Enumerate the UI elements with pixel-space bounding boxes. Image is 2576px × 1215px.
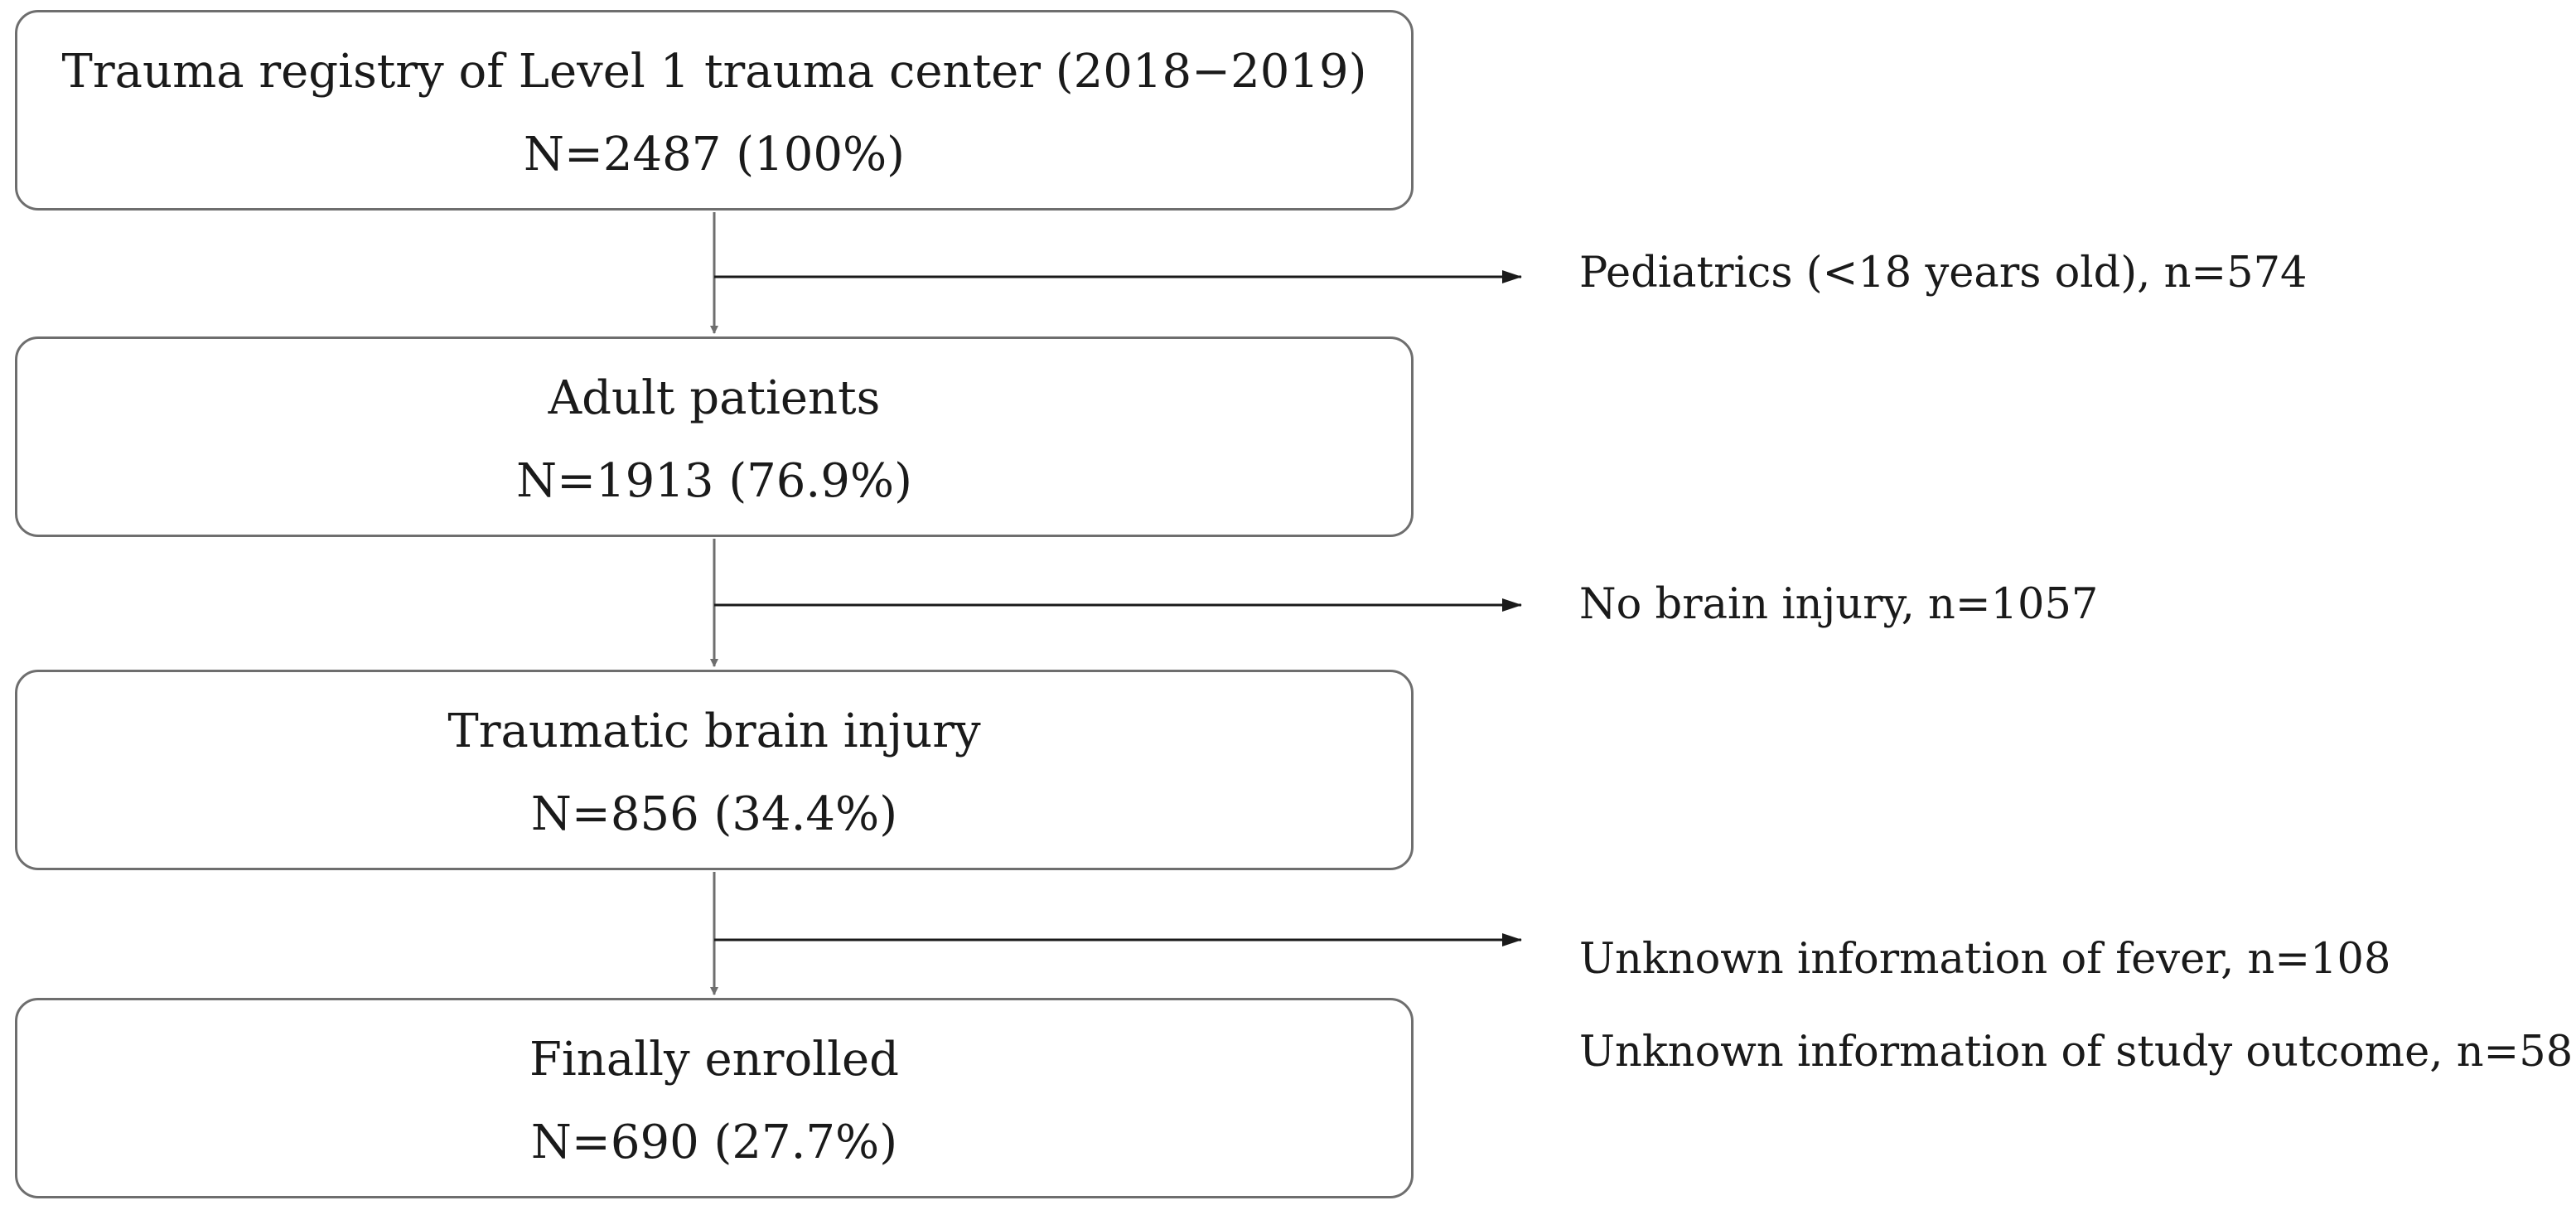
step-title: Trauma registry of Level 1 trauma center… xyxy=(61,45,1367,99)
exclusion-unknown-fever: Unknown information of fever, n=108 xyxy=(1579,935,2391,984)
exclusion-pediatrics: Pediatrics (<18 years old), n=574 xyxy=(1579,249,2308,298)
step-title: Traumatic brain injury xyxy=(447,704,981,758)
step-box-registry: Trauma registry of Level 1 trauma center… xyxy=(15,10,1414,211)
step-box-finally-enrolled: Finally enrolled N=690 (27.7%) xyxy=(15,998,1414,1198)
step-count: N=690 (27.7%) xyxy=(530,1116,898,1169)
exclusion-no-brain-injury: No brain injury, n=1057 xyxy=(1579,580,2099,629)
step-count: N=2487 (100%) xyxy=(523,128,906,182)
step-title: Adult patients xyxy=(548,371,881,425)
step-count: N=856 (34.4%) xyxy=(530,787,898,841)
step-box-adult-patients: Adult patients N=1913 (76.9%) xyxy=(15,336,1414,537)
step-title: Finally enrolled xyxy=(529,1033,899,1087)
step-box-traumatic-brain-injury: Traumatic brain injury N=856 (34.4%) xyxy=(15,670,1414,870)
exclusion-unknown-outcome: Unknown information of study outcome, n=… xyxy=(1579,1028,2574,1077)
step-count: N=1913 (76.9%) xyxy=(516,454,912,508)
